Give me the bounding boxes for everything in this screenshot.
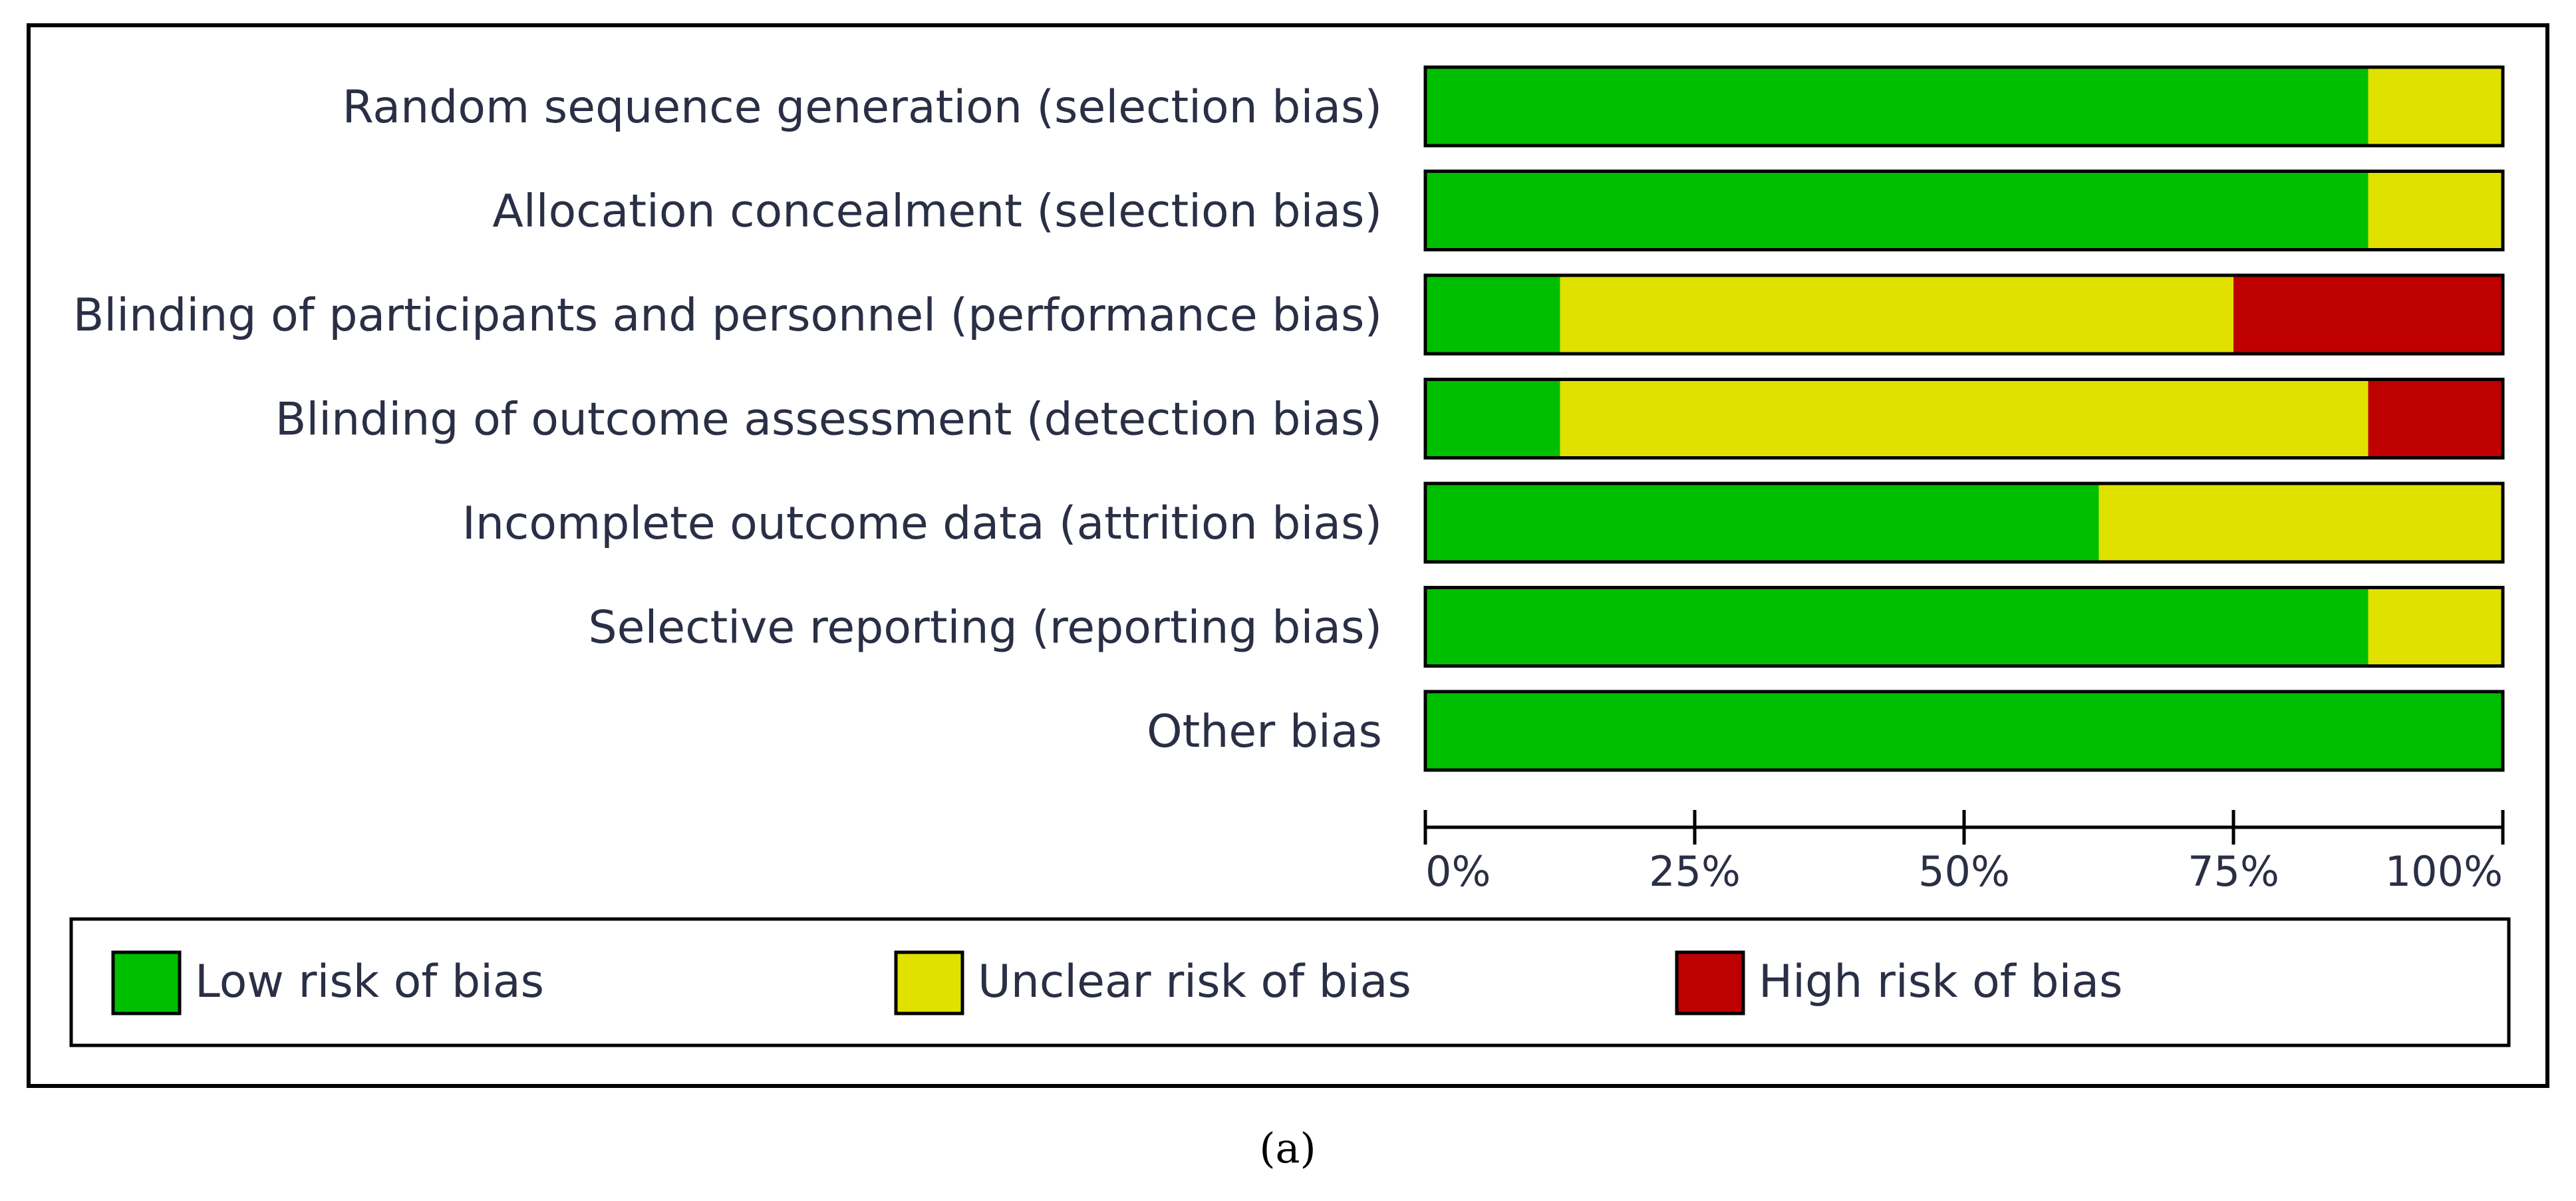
bar-segment-high-4 [2368, 379, 2503, 458]
bar-segment-high-3 [2233, 275, 2503, 354]
bar-outline-3 [1423, 273, 2505, 356]
bar-segment-unclear-5 [2098, 483, 2503, 562]
bar-segment-low-2 [1425, 171, 2368, 250]
figure-caption: (a) [1259, 1124, 1316, 1172]
category-label-6: Selective reporting (reporting bias) [589, 602, 1383, 654]
bar-outline-6 [1423, 586, 2505, 668]
x-axis: 0% 25% 50% 75% 100% [1423, 810, 2505, 896]
legend-swatch-3 [1675, 950, 1745, 1015]
legend-box [69, 917, 2511, 1047]
bar-segment-low-3 [1425, 275, 1560, 354]
bar-outline-1 [1423, 65, 2505, 148]
category-labels: Random sequence generation (selection bi… [73, 81, 1382, 758]
legend-label-1: Low risk of bias [195, 956, 544, 1008]
category-label-4: Blinding of outcome assessment (detectio… [275, 394, 1382, 446]
bar-outline-5 [1423, 481, 2505, 564]
x-tick-label-2: 25% [1649, 847, 1741, 896]
category-label-1: Random sequence generation (selection bi… [343, 81, 1382, 134]
bar-segment-unclear-3 [1560, 275, 2233, 354]
bar-outline-4 [1423, 378, 2505, 460]
legend: Low risk of bias Unclear risk of bias High… [111, 950, 2123, 1015]
bar-segment-unclear-6 [2368, 587, 2503, 666]
bar-segment-low-4 [1425, 379, 1560, 458]
bar-segment-unclear-1 [2368, 67, 2503, 146]
x-tick-label-1: 0% [1425, 847, 1491, 896]
category-label-3: Blinding of participants and personnel (… [73, 289, 1382, 342]
bar-segment-low-6 [1425, 587, 2368, 666]
category-label-2: Allocation concealment (selection bias) [492, 186, 1382, 238]
bar-outline-7 [1423, 690, 2505, 772]
legend-label-2: Unclear risk of bias [978, 956, 1411, 1008]
legend-label-3: High risk of bias [1759, 956, 2123, 1008]
bar-segment-low-7 [1425, 692, 2503, 770]
bar-segment-unclear-2 [2368, 171, 2503, 250]
legend-swatch-2 [894, 950, 964, 1015]
bar-outline-2 [1423, 170, 2505, 251]
category-label-7: Other bias [1147, 706, 1382, 758]
legend-swatch-1 [111, 950, 182, 1015]
bar-segment-unclear-4 [1560, 379, 2368, 458]
x-tick-label-3: 50% [1918, 847, 2010, 896]
x-tick-label-5: 100% [2385, 847, 2503, 896]
bar-segment-low-5 [1425, 483, 2099, 562]
bar-segment-low-1 [1425, 67, 2368, 146]
x-tick-label-4: 75% [2188, 847, 2279, 896]
bars-group [1423, 65, 2505, 772]
category-label-5: Incomplete outcome data (attrition bias) [462, 497, 1382, 550]
